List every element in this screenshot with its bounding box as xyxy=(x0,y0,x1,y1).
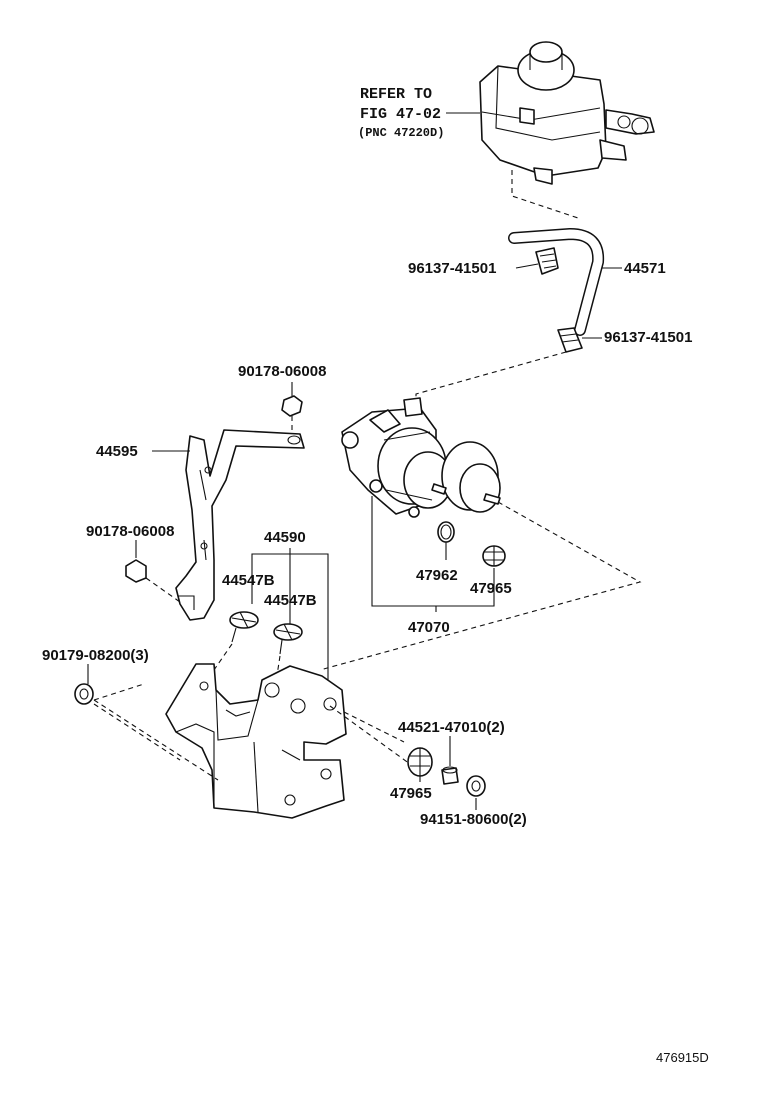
grommet-upper-label: 47965 xyxy=(470,580,512,597)
link-nut-left xyxy=(93,683,219,781)
link-pump-bracket xyxy=(319,501,642,671)
pump-label: 47070 xyxy=(408,619,450,636)
cushion-a-illustration xyxy=(229,611,259,643)
grommet-upper-illustration xyxy=(482,545,506,567)
hose-label: 44571 xyxy=(624,260,666,277)
bracket-assy-illustration xyxy=(165,663,347,819)
bolt-upper-illustration xyxy=(281,382,303,417)
bolt-left-illustration xyxy=(125,559,147,583)
clip-lower-label: 96137-41501 xyxy=(604,329,692,346)
reference-line-3: (PNC 47220D) xyxy=(358,126,444,140)
nut-right-label: 94151-80600(2) xyxy=(420,811,527,828)
nut-left-illustration xyxy=(74,683,94,705)
reference-line-1: REFER TO xyxy=(360,86,432,103)
pump-illustration xyxy=(341,397,501,518)
reservoir-illustration xyxy=(479,41,655,185)
grommet-lower-illustration xyxy=(407,747,433,777)
diagram-id: 476915D xyxy=(656,1050,709,1065)
bolt-left-label: 90178-06008 xyxy=(86,523,174,540)
cushion-b-illustration xyxy=(273,623,303,655)
collar-label: 44521-47010(2) xyxy=(398,719,505,736)
collar-illustration xyxy=(441,766,459,785)
ring-label: 47962 xyxy=(416,567,458,584)
bracket-44595-illustration xyxy=(175,429,305,621)
link-bracket-collar xyxy=(329,705,411,765)
nut-right-illustration xyxy=(466,775,486,797)
clip-upper-leader xyxy=(515,263,539,269)
nut-left-label: 90179-08200(3) xyxy=(42,647,149,664)
bolt-upper-label: 90178-06008 xyxy=(238,363,326,380)
bracket-label: 44595 xyxy=(96,443,138,460)
cushion-a-label: 44547B xyxy=(222,572,275,589)
pump-bracket-line xyxy=(371,496,495,607)
grommet-lower-label: 47965 xyxy=(390,785,432,802)
bracket-assy-label: 44590 xyxy=(264,529,306,546)
clip-upper-label: 96137-41501 xyxy=(408,260,496,277)
cushion-b-label: 44547B xyxy=(264,592,317,609)
hose-illustration xyxy=(508,228,605,353)
link-reservoir-hose xyxy=(511,170,579,219)
link-hose-pump xyxy=(415,351,567,410)
reference-line-2: FIG 47-02 xyxy=(360,106,441,123)
link-bolt-left xyxy=(145,577,181,603)
